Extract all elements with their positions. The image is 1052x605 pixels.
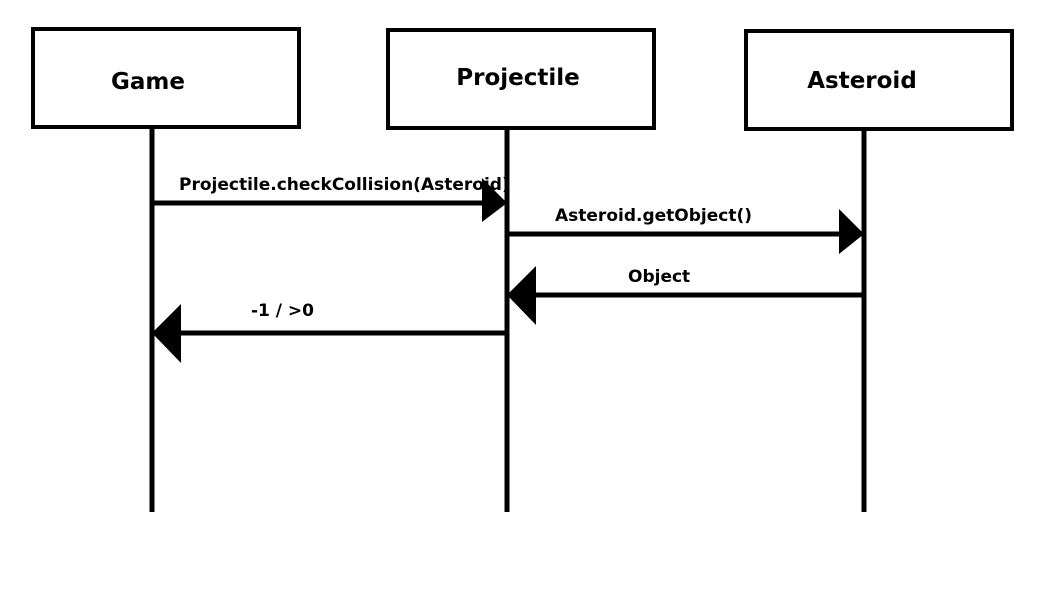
lifeline-box-projectile	[386, 28, 656, 130]
lifeline-title-asteroid: Asteroid	[807, 68, 917, 94]
arrowhead-left-icon	[152, 304, 181, 363]
message-object-return: Object	[507, 266, 864, 325]
message-label: Asteroid.getObject()	[555, 206, 752, 226]
message-label: Projectile.checkCollision(Asteroid)	[179, 175, 510, 195]
lifeline-asteroid: Asteroid	[744, 29, 1014, 512]
lifeline-title-game: Game	[111, 69, 185, 95]
message-result-return: -1 / >0	[152, 301, 507, 363]
arrowhead-right-icon	[482, 178, 507, 222]
arrowhead-left-icon	[507, 266, 536, 325]
arrowhead-right-icon	[839, 209, 864, 254]
message-label: -1 / >0	[251, 301, 314, 321]
message-check-collision: Projectile.checkCollision(Asteroid)	[152, 175, 510, 222]
lifeline-game: Game	[31, 27, 301, 512]
lifeline-box-asteroid	[744, 29, 1014, 131]
lifeline-title-projectile: Projectile	[456, 65, 579, 91]
lifeline-box-game	[31, 27, 301, 129]
message-label: Object	[628, 267, 690, 287]
message-get-object: Asteroid.getObject()	[507, 206, 864, 254]
lifeline-projectile: Projectile	[386, 28, 656, 512]
